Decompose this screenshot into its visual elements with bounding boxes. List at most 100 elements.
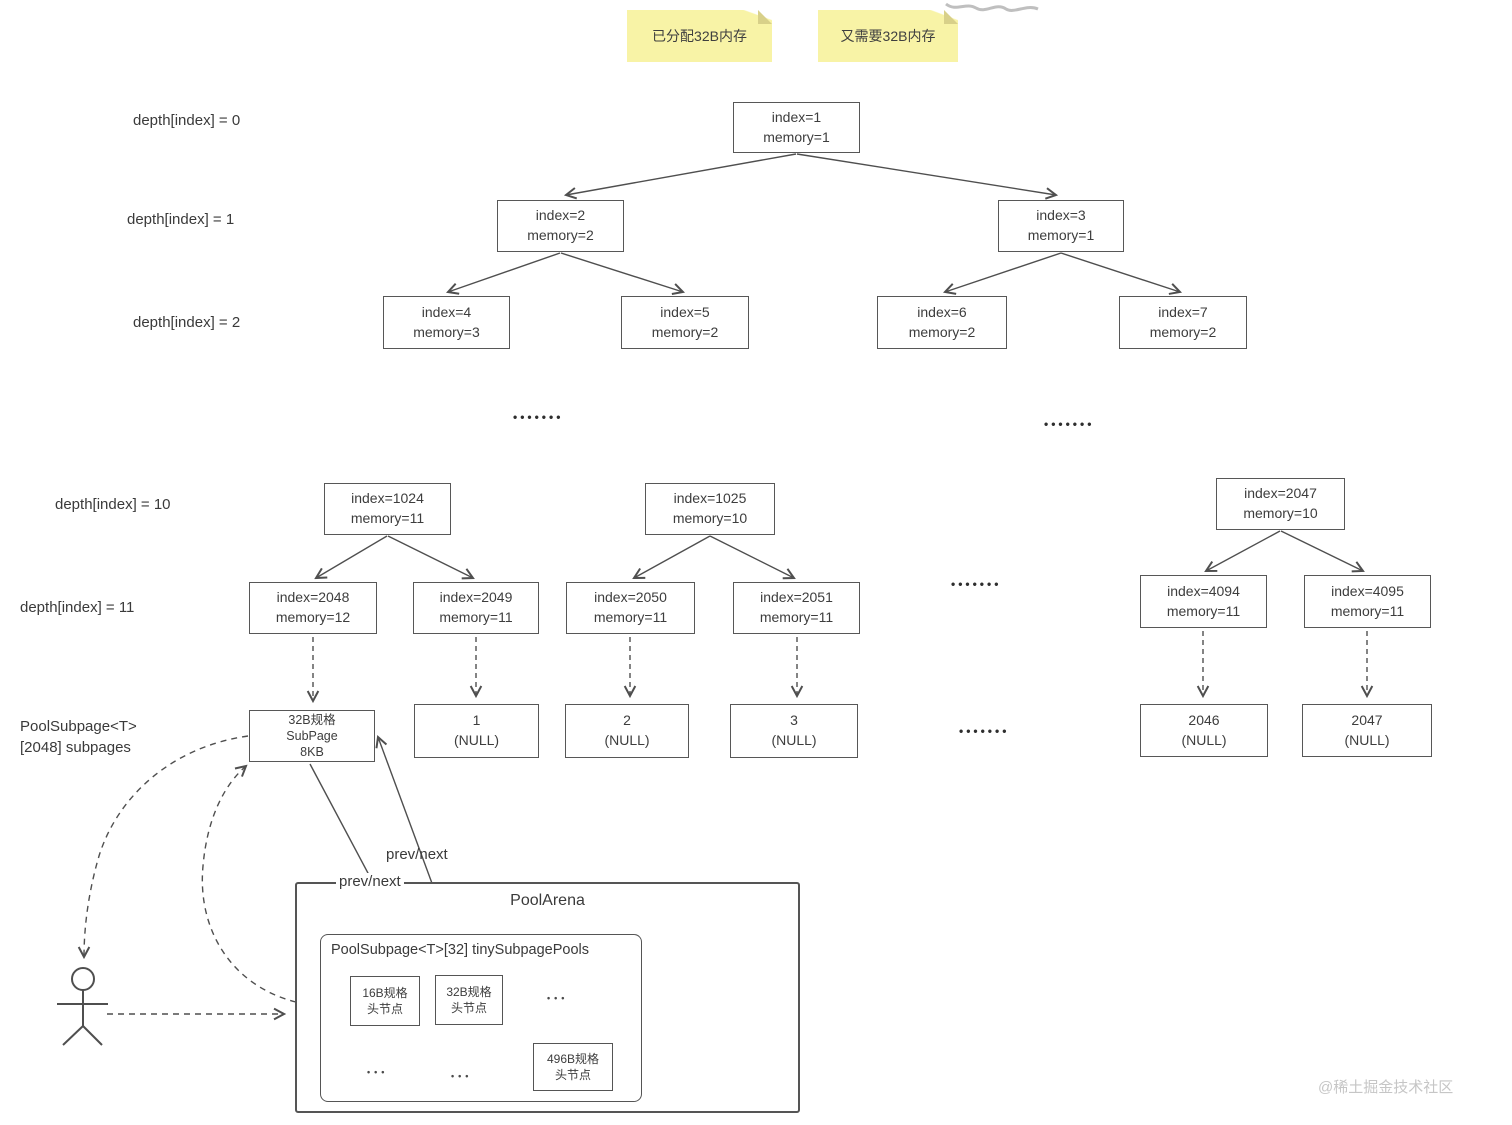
node-memory: memory=12 — [275, 609, 351, 625]
pool-arena-title: PoolArena — [510, 892, 585, 909]
depth-label-1: depth[index] = 1 — [127, 211, 235, 228]
tree-node-6: index=6 memory=2 — [877, 296, 1007, 349]
null-index: 3 — [790, 712, 798, 729]
node-memory: memory=2 — [908, 323, 976, 340]
node-index: index=2049 — [439, 589, 513, 606]
node-index: index=1 — [771, 108, 822, 125]
node-memory: memory=2 — [1149, 323, 1217, 340]
node-memory: memory=10 — [1243, 505, 1318, 521]
depth-label-2: depth[index] = 2 — [133, 314, 241, 331]
tree-node-3: index=3 memory=1 — [998, 200, 1124, 252]
null-value: (NULL) — [1344, 731, 1390, 748]
node-memory: memory=3 — [413, 323, 480, 340]
edge-n2047-n4095 — [1280, 530, 1363, 571]
node-index: index=2047 — [1244, 485, 1317, 502]
depth-label-0: depth[index] = 0 — [133, 112, 241, 129]
head-node-role: 头节点 — [450, 1001, 487, 1015]
null-index: 2046 — [1188, 711, 1220, 728]
ellipsis-dots: ••••••• — [951, 577, 1002, 591]
edge-n1-n3 — [796, 153, 1056, 195]
note-fold-corner-icon — [944, 10, 958, 24]
tree-node-4094: index=4094 memory=11 — [1140, 575, 1267, 628]
sticky-note-need-more: 又需要32B内存 — [818, 10, 958, 62]
null-value: (NULL) — [1181, 731, 1227, 748]
node-index: index=2051 — [760, 589, 833, 606]
watermark: @稀土掘金技术社区 — [1318, 1079, 1454, 1096]
subpage-type: SubPage — [286, 728, 338, 743]
edge-n3-n7 — [1060, 252, 1180, 292]
null-box-2047: 2047 (NULL) — [1302, 704, 1432, 757]
head-node-role: 头节点 — [366, 1002, 403, 1016]
node-memory: memory=11 — [1330, 602, 1405, 619]
sticky-note-allocated: 已分配32B内存 — [627, 10, 772, 62]
curve-subpage-to-user — [84, 735, 249, 957]
prev-next-label-upper: prev/next — [386, 846, 448, 863]
null-index: 1 — [472, 712, 481, 729]
edge-n1025-n2051 — [709, 535, 794, 578]
node-memory: memory=11 — [759, 609, 834, 625]
tree-node-1025: index=1025 memory=10 — [645, 483, 775, 535]
node-index: index=7 — [1158, 303, 1208, 320]
subpage-spec: 32B规格 — [288, 712, 336, 727]
ellipsis-dots: ••••••• — [959, 724, 1010, 738]
edge-n1024-n2048 — [316, 535, 388, 578]
tree-node-1: index=1 memory=1 — [733, 102, 860, 153]
edge-n1024-n2049 — [387, 535, 473, 578]
depth-label-11: depth[index] = 11 — [20, 599, 135, 616]
pool-arena-box: PoolArena PoolSubpage<T>[32] tinySubpage… — [295, 882, 800, 1113]
node-memory: memory=1 — [1027, 227, 1095, 243]
null-index: 2047 — [1351, 711, 1383, 728]
node-index: index=4 — [421, 303, 472, 320]
null-index: 2 — [623, 712, 631, 729]
head-node-spec: 496B规格 — [546, 1051, 600, 1066]
tiny-subpage-pools-box: PoolSubpage<T>[32] tinySubpagePools 16B规… — [320, 934, 642, 1102]
pool-subpage-label-line1: PoolSubpage<T> — [20, 718, 137, 735]
node-index: index=2 — [535, 207, 586, 224]
node-index: index=2048 — [276, 589, 350, 606]
curve-arena-to-subpage — [201, 766, 297, 1003]
head-node-role: 头节点 — [554, 1068, 591, 1082]
ellipsis-dots: ••••••• — [513, 410, 564, 424]
null-box-1: 1 (NULL) — [414, 704, 539, 758]
null-value: (NULL) — [453, 732, 500, 748]
head-node-spec: 32B规格 — [446, 984, 492, 999]
ellipsis-dots-small: ••• — [451, 1071, 473, 1081]
node-memory: memory=10 — [672, 510, 748, 526]
tiny-subpage-pools-title: PoolSubpage<T>[32] tinySubpagePools — [331, 942, 589, 958]
head-node-496b: 496B规格 头节点 — [533, 1043, 613, 1091]
note-fold-corner-icon — [758, 10, 772, 24]
null-value: (NULL) — [771, 732, 817, 748]
tree-node-4: index=4 memory=3 — [383, 296, 510, 349]
tree-node-2050: index=2050 memory=11 — [566, 582, 695, 634]
node-index: index=1025 — [673, 490, 747, 507]
node-index: index=5 — [660, 303, 710, 320]
node-index: index=4095 — [1331, 582, 1404, 599]
tree-node-2048: index=2048 memory=12 — [249, 582, 377, 634]
node-memory: memory=1 — [763, 128, 830, 145]
node-index: index=6 — [917, 303, 967, 320]
subpage-32b-box: 32B规格 SubPage 8KB — [249, 710, 375, 762]
head-node-32b: 32B规格 头节点 — [435, 975, 503, 1025]
head-node-spec: 16B规格 — [362, 985, 408, 1000]
node-memory: memory=11 — [593, 609, 668, 625]
node-index: index=4094 — [1167, 582, 1240, 599]
node-memory: memory=2 — [527, 227, 594, 243]
sticky-note-text: 已分配32B内存 — [652, 28, 747, 44]
tree-node-2051: index=2051 memory=11 — [733, 582, 860, 634]
null-box-3: 3 (NULL) — [730, 704, 858, 758]
node-index: index=3 — [1036, 207, 1086, 224]
null-box-2: 2 (NULL) — [565, 704, 689, 758]
ellipsis-dots-small: ••• — [367, 1067, 389, 1077]
subpage-size: 8KB — [300, 745, 324, 760]
node-memory: memory=11 — [1166, 602, 1241, 619]
top-scribble-artifact — [945, 2, 1039, 12]
sticky-note-text: 又需要32B内存 — [840, 28, 936, 44]
node-index: index=1024 — [351, 490, 424, 507]
ellipsis-dots-small: ••• — [547, 993, 569, 1003]
node-memory: memory=2 — [651, 323, 719, 340]
edge-n2-n4 — [448, 252, 561, 292]
pool-subpage-label: PoolSubpage<T> [2048] subpages — [20, 716, 137, 758]
edge-n1025-n2050 — [634, 535, 711, 578]
edge-n1-n2 — [566, 153, 797, 195]
